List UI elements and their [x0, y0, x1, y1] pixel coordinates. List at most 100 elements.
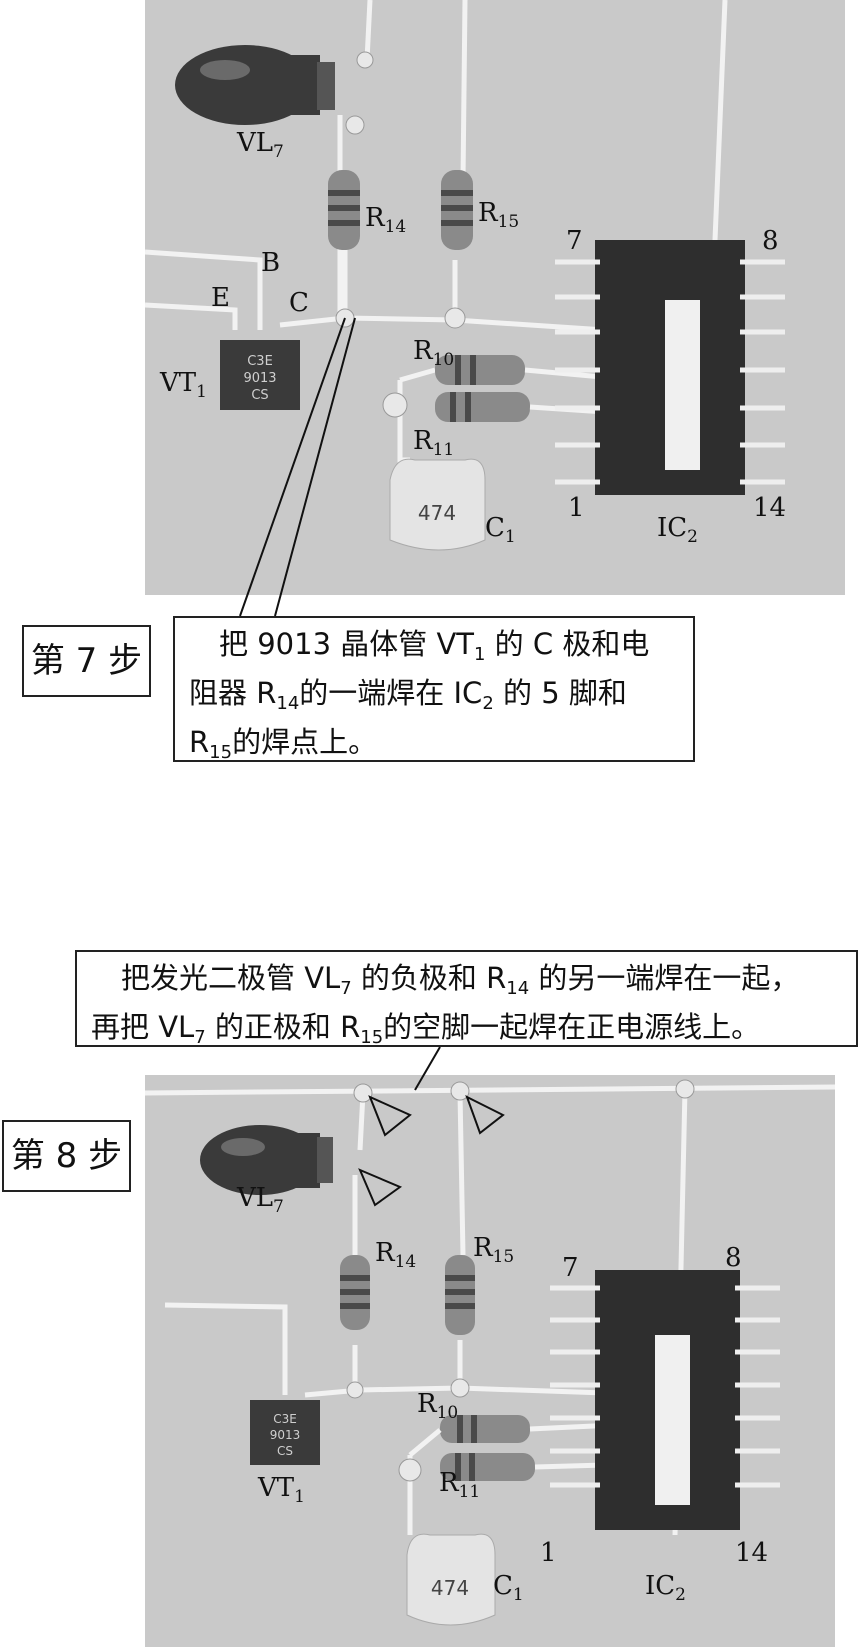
callout-subscript: 7	[194, 1027, 206, 1048]
label-subscript: 2	[687, 527, 698, 547]
label-subscript: 7	[273, 1197, 284, 1217]
solder-joint	[382, 392, 408, 418]
callout-subscript: 7	[340, 978, 352, 999]
label-subscript: 11	[458, 1482, 481, 1502]
solder-joint	[356, 51, 374, 69]
callout-subscript: 1	[474, 644, 486, 665]
callout-subscript: 14	[506, 978, 530, 999]
label-pin-8: 8	[762, 226, 779, 256]
label-text: R	[478, 198, 498, 228]
solder-joint	[675, 1079, 695, 1099]
step7-photo: C3E 9013 CS 474	[145, 0, 845, 595]
label-pin-14: 14	[735, 1538, 769, 1568]
resistor-r11	[440, 1453, 606, 1481]
label-vt1: VT1	[258, 1473, 305, 1506]
ic2-socket	[550, 1270, 780, 1530]
callout-text: 的 5 脚和	[493, 676, 627, 710]
label-text: R	[473, 1233, 493, 1263]
label-text: IC	[645, 1571, 676, 1601]
label-text: R	[417, 1389, 437, 1419]
callout-subscript: 2	[482, 693, 494, 714]
led-vl7	[200, 1125, 333, 1195]
label-pin-8: 8	[725, 1243, 742, 1273]
label-text: VT	[258, 1473, 295, 1503]
step8-label: 第 8 步	[10, 1136, 123, 1176]
label-r11: R11	[413, 426, 454, 459]
label-subscript: 10	[432, 350, 455, 370]
label-subscript: 1	[196, 382, 207, 402]
label-subscript: 10	[436, 1403, 459, 1423]
resistor-r11	[435, 392, 606, 422]
step7-label: 第 7 步	[30, 641, 143, 681]
label-r10: R10	[417, 1389, 458, 1422]
led-vl7	[175, 45, 335, 125]
label-c1: C1	[485, 513, 516, 546]
resistor-r14	[328, 170, 360, 250]
label-subscript: 15	[492, 1247, 515, 1267]
label-pin-7: 7	[562, 1253, 579, 1283]
svg-text:9013: 9013	[243, 371, 276, 386]
svg-text:C3E: C3E	[247, 354, 273, 369]
resistor-r15	[445, 1255, 475, 1335]
label-r14: R14	[365, 203, 406, 236]
solder-joint	[450, 1081, 470, 1101]
label-vt1: VT1	[160, 368, 207, 401]
label-subscript: 14	[394, 1252, 417, 1272]
label-base-b: B	[261, 248, 281, 278]
solder-joint	[346, 1381, 364, 1399]
label-subscript: 1	[512, 1585, 524, 1605]
label-text: R	[413, 336, 433, 366]
label-subscript: 1	[504, 527, 516, 547]
callout-subscript: 15	[209, 742, 233, 763]
label-subscript: 2	[675, 1585, 686, 1605]
svg-text:C3E: C3E	[273, 1412, 297, 1426]
label-emitter-e: E	[211, 283, 230, 313]
callout-text: 的焊点上。	[232, 725, 378, 759]
label-text: C	[485, 513, 505, 543]
label-pin-7: 7	[566, 226, 583, 256]
ic2-socket	[555, 240, 785, 495]
step8-photo: C3E 9013 CS 474	[145, 1075, 835, 1647]
marker-triangle	[368, 1095, 412, 1137]
label-subscript: 11	[432, 440, 455, 460]
label-r10: R10	[413, 336, 454, 369]
label-text: IC	[657, 513, 688, 543]
step8-circuit-illustration: C3E 9013 CS 474	[145, 1079, 835, 1626]
resistor-r15	[441, 170, 473, 250]
svg-text:474: 474	[418, 501, 456, 525]
label-vl7: VL7	[237, 1183, 284, 1216]
callout-text: 的负极和 R	[351, 961, 507, 995]
label-subscript: 1	[294, 1487, 305, 1507]
label-r15: R15	[478, 198, 519, 231]
callout-text: 的一端焊在 IC	[299, 676, 483, 710]
svg-text:CS: CS	[251, 388, 268, 403]
label-text: R	[413, 426, 433, 456]
solder-joint	[398, 1458, 422, 1482]
callout-text: 的正极和 R	[205, 1010, 361, 1044]
label-r11: R11	[439, 1468, 480, 1501]
label-r14: R14	[375, 1240, 416, 1271]
callout-line-2: 阻器 R14的一端焊在 IC2 的 5 脚和	[189, 671, 679, 720]
marker-triangle	[465, 1094, 505, 1135]
label-pin-14: 14	[753, 493, 787, 523]
label-pin-1: 1	[568, 493, 585, 523]
callout-text: 把发光二极管 VL	[121, 961, 341, 995]
label-text: R	[365, 203, 385, 233]
solder-joint	[345, 115, 365, 135]
label-text: R	[439, 1468, 459, 1498]
resistor-r14	[340, 1255, 370, 1330]
callout-text: 的空脚一起焊在正电源线上。	[383, 1010, 761, 1044]
label-subscript: 14	[384, 217, 407, 237]
step8-callout: 把发光二极管 VL7 的负极和 R14 的另一端焊在一起， 再把 VL7 的正极…	[75, 950, 858, 1048]
callout-text: 阻器 R	[189, 676, 277, 710]
step7-callout: 把 9013 晶体管 VT1 的 C 极和电 阻器 R14的一端焊在 IC2 的…	[173, 616, 695, 763]
marker-triangle	[358, 1168, 403, 1207]
label-ic2: IC2	[645, 1571, 686, 1604]
label-subscript: 15	[497, 212, 520, 232]
label-text: VL	[237, 1183, 274, 1213]
callout-text: 的另一端焊在一起，	[529, 961, 800, 995]
label-text: VT	[160, 368, 197, 398]
svg-text:474: 474	[431, 1576, 469, 1600]
transistor-vt1: C3E 9013 CS	[220, 340, 300, 410]
label-r15: R15	[473, 1233, 514, 1266]
